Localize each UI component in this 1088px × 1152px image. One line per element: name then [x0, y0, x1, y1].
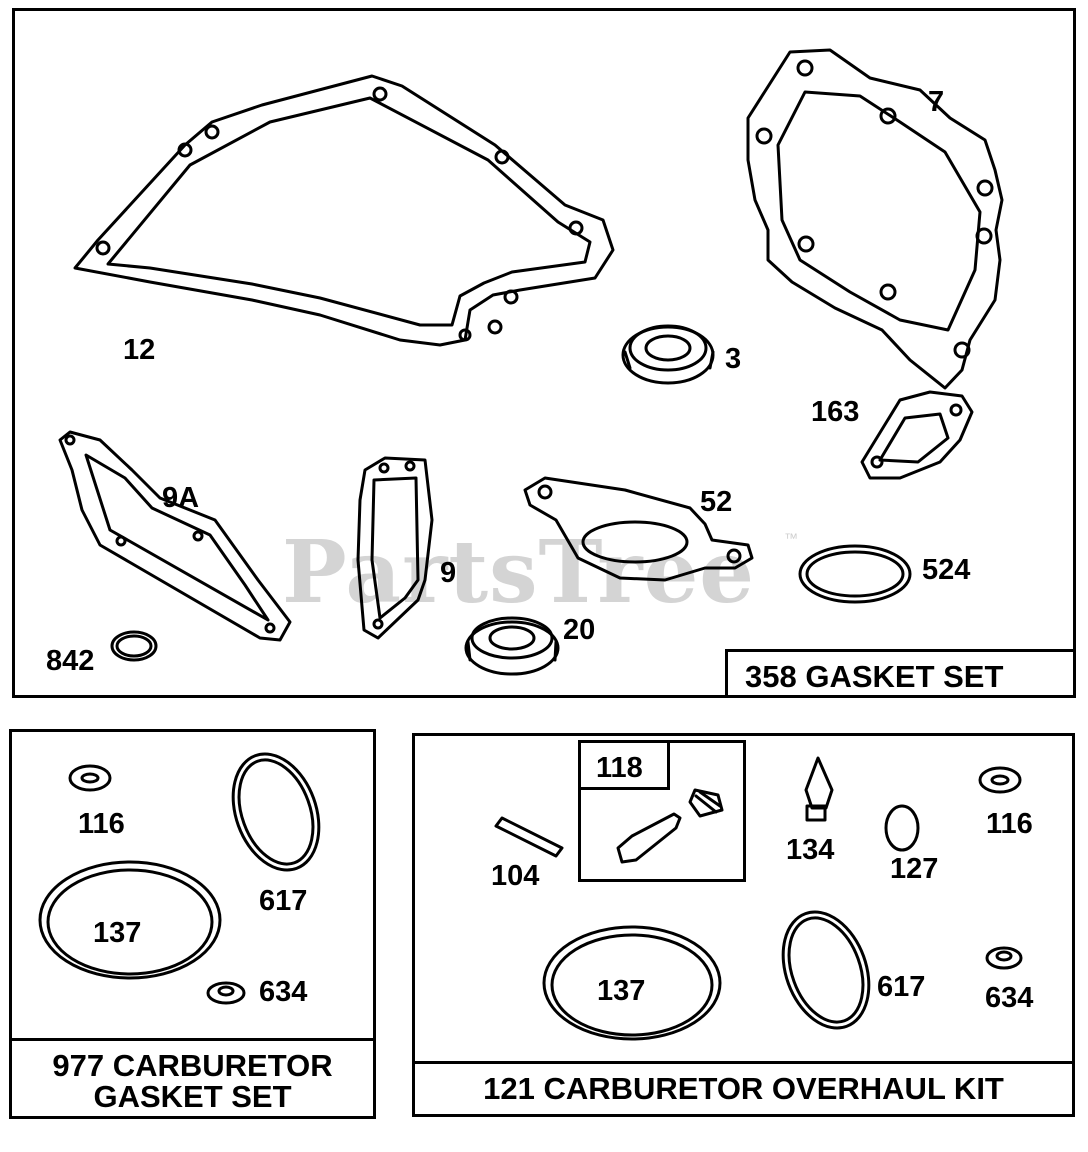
part-label-634-left: 634 — [259, 976, 308, 1008]
washer-634-right-drawing — [985, 946, 1023, 970]
gasket-52-drawing — [523, 476, 754, 582]
part-label-134: 134 — [786, 834, 835, 866]
watermark-trademark: ™ — [784, 530, 798, 546]
inset-118-label-box — [578, 740, 670, 790]
ring-617-right-drawing — [781, 910, 871, 1030]
part-label-137-left: 137 — [93, 917, 142, 949]
o-ring-842-drawing — [110, 630, 158, 662]
part-label-20: 20 — [563, 614, 596, 646]
gasket-set-title-box — [725, 649, 1076, 698]
cylinder-head-gasket-drawing — [746, 48, 1004, 390]
gasket-9a-drawing — [58, 430, 292, 642]
part-label-842: 842 — [46, 645, 95, 677]
pin-104-drawing — [494, 816, 564, 858]
crankcase-gasket-drawing — [73, 74, 615, 347]
gasket-set-title: 358 GASKET SET — [745, 659, 1004, 694]
part-label-7: 7 — [928, 86, 945, 118]
washer-116-left-drawing — [68, 764, 112, 792]
washer-634-left-drawing — [206, 981, 246, 1005]
carburetor-gasket-set-title-line2: GASKET SET — [93, 1079, 292, 1114]
washer-116-right-drawing — [978, 766, 1022, 794]
overhaul-kit-title-box — [412, 1061, 1075, 1117]
carburetor-gasket-set-title-box — [9, 1038, 376, 1119]
part-label-617-left: 617 — [259, 885, 308, 917]
needle-118-drawing — [616, 788, 724, 864]
part-label-12: 12 — [123, 334, 156, 366]
part-label-9a: 9A — [162, 482, 200, 514]
part-label-524: 524 — [922, 554, 971, 586]
carburetor-gasket-set-title-line1: 977 CARBURETOR — [52, 1048, 333, 1083]
part-label-163: 163 — [811, 396, 860, 428]
plug-127-drawing — [884, 804, 920, 852]
part-label-116-left: 116 — [78, 808, 125, 840]
oil-seal-20-drawing — [464, 616, 560, 676]
part-label-634-right: 634 — [985, 982, 1034, 1014]
gasket-163-drawing — [860, 390, 974, 480]
part-label-116-right: 116 — [986, 808, 1033, 840]
needle-134-drawing — [804, 756, 834, 822]
inset-label-118: 118 — [596, 752, 643, 784]
part-label-52: 52 — [700, 486, 733, 518]
ring-617-left-drawing — [231, 752, 321, 872]
part-label-9: 9 — [440, 557, 457, 589]
part-label-104: 104 — [491, 860, 540, 892]
oil-seal-3-drawing — [621, 324, 715, 385]
ring-137-left-drawing — [38, 860, 222, 980]
part-label-137-right: 137 — [597, 975, 646, 1007]
part-label-617-right: 617 — [877, 971, 926, 1003]
part-label-127: 127 — [890, 853, 939, 885]
gasket-9-drawing — [356, 456, 434, 640]
overhaul-kit-title: 121 CARBURETOR OVERHAUL KIT — [483, 1071, 1004, 1106]
o-ring-524-drawing — [798, 544, 912, 604]
ring-137-right-drawing — [542, 925, 722, 1041]
part-label-3: 3 — [725, 343, 742, 375]
